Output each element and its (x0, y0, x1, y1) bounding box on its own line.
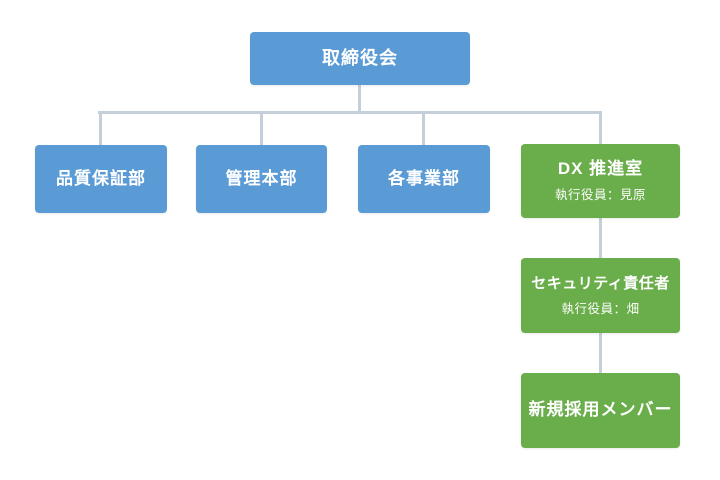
org-node-business-divisions-label: 各事業部 (388, 168, 460, 188)
org-node-new-hires: 新規採用メンバー (521, 373, 680, 448)
org-node-dx-promotion-label: DX 推進室 (557, 158, 644, 178)
org-node-board-label: 取締役会 (322, 47, 398, 68)
org-node-security-manager-label: セキュリティ責任者 (531, 274, 670, 292)
org-node-dx-promotion-subtitle: 執行役員：見原 (554, 188, 646, 203)
connector-board-down (358, 85, 361, 113)
org-node-board: 取締役会 (250, 32, 470, 85)
connector-drop-qa (99, 111, 102, 145)
connector-drop-business (422, 111, 425, 145)
org-node-admin-hq-label: 管理本部 (225, 168, 298, 188)
org-node-quality-assurance-label: 品質保証部 (56, 168, 146, 188)
org-node-dx-promotion: DX 推進室 執行役員：見原 (521, 144, 680, 218)
connector-dx-security (599, 218, 602, 258)
connector-security-newhires (599, 333, 602, 373)
org-node-security-manager: セキュリティ責任者 執行役員：畑 (521, 258, 680, 333)
org-node-new-hires-label: 新規採用メンバー (528, 400, 673, 420)
connector-drop-dx (599, 111, 602, 144)
org-node-security-manager-subtitle: 執行役員：畑 (561, 301, 640, 316)
org-node-quality-assurance: 品質保証部 (35, 145, 167, 213)
org-node-business-divisions: 各事業部 (358, 145, 490, 213)
org-node-admin-hq: 管理本部 (196, 145, 327, 213)
connector-drop-admin (260, 111, 263, 145)
connector-horizontal-bus (98, 111, 602, 114)
